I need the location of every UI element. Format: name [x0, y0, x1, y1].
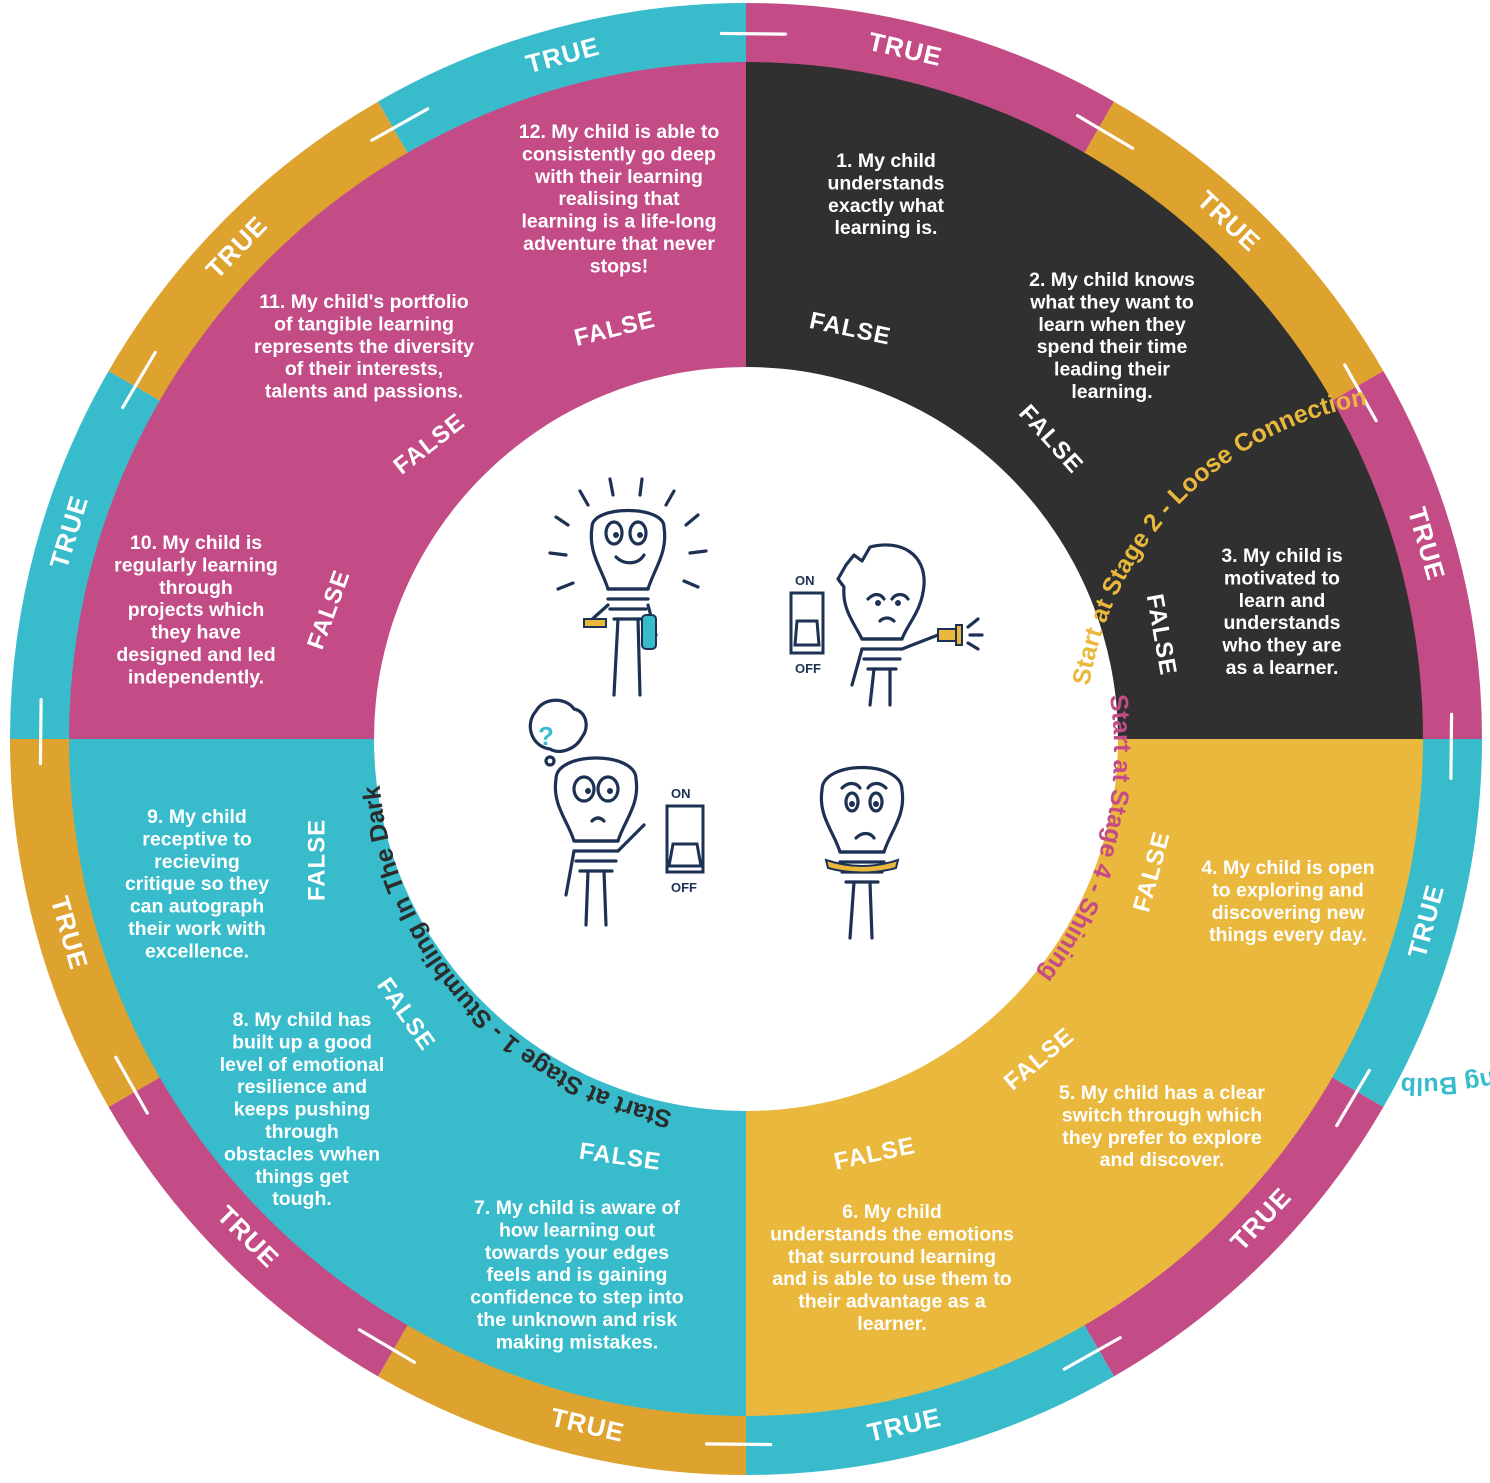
ring-segment-6 — [746, 1324, 1114, 1475]
lightbulb-broken-flashlight-icon — [836, 543, 984, 707]
ring-arrow — [1449, 712, 1454, 781]
false-label: FALSE — [303, 819, 330, 901]
ring-arrow — [1343, 363, 1378, 423]
lightbulb-tied-icon — [819, 765, 905, 940]
switch-off-label: OFF — [795, 661, 821, 676]
quadrants — [69, 62, 1423, 1416]
ring-segment-9 — [10, 739, 161, 1107]
quadrant-2 — [746, 739, 1423, 1416]
ring-arrow — [38, 697, 43, 766]
switch-icon: ON OFF — [789, 573, 825, 676]
ring-segment-12 — [378, 3, 746, 154]
quadrant-3 — [69, 739, 746, 1416]
ring-arrow — [1075, 114, 1135, 150]
ring-arrow — [370, 107, 430, 142]
switch-icon: ON OFF — [665, 786, 705, 895]
ring-segment-4 — [1331, 739, 1482, 1107]
outer-ring — [10, 3, 1482, 1475]
lightbulb-confused-icon: ? — [528, 698, 646, 927]
ring-arrows — [38, 31, 1454, 1447]
center-illustrations: ON OFF ? ON — [528, 477, 984, 940]
ring-segment-11 — [108, 101, 409, 402]
ring-arrow — [1062, 1336, 1122, 1371]
switch-on-label: ON — [671, 786, 691, 801]
quadrant-4 — [69, 62, 746, 739]
ring-arrow — [121, 350, 157, 410]
ring-segment-8 — [108, 1077, 409, 1377]
ring-arrow — [704, 1442, 773, 1447]
lightbulb-shining-icon — [548, 477, 708, 697]
ring-segment-7 — [378, 1324, 746, 1475]
center-circle — [374, 367, 1118, 1111]
ring-segment-3 — [1331, 371, 1482, 739]
ring-arrow — [114, 1055, 149, 1115]
ring-segment-10 — [10, 371, 161, 739]
ring-segment-2 — [1084, 101, 1384, 402]
question-mark: ? — [538, 721, 554, 751]
quadrant-1 — [746, 62, 1423, 739]
ring-arrow — [1335, 1068, 1371, 1128]
ring-arrow — [357, 1328, 417, 1364]
ring-segment-5 — [1084, 1077, 1384, 1377]
ring-arrow — [719, 31, 788, 36]
switch-on-label: ON — [795, 573, 815, 588]
switch-off-label: OFF — [671, 880, 697, 895]
ring-segment-1 — [746, 3, 1114, 154]
